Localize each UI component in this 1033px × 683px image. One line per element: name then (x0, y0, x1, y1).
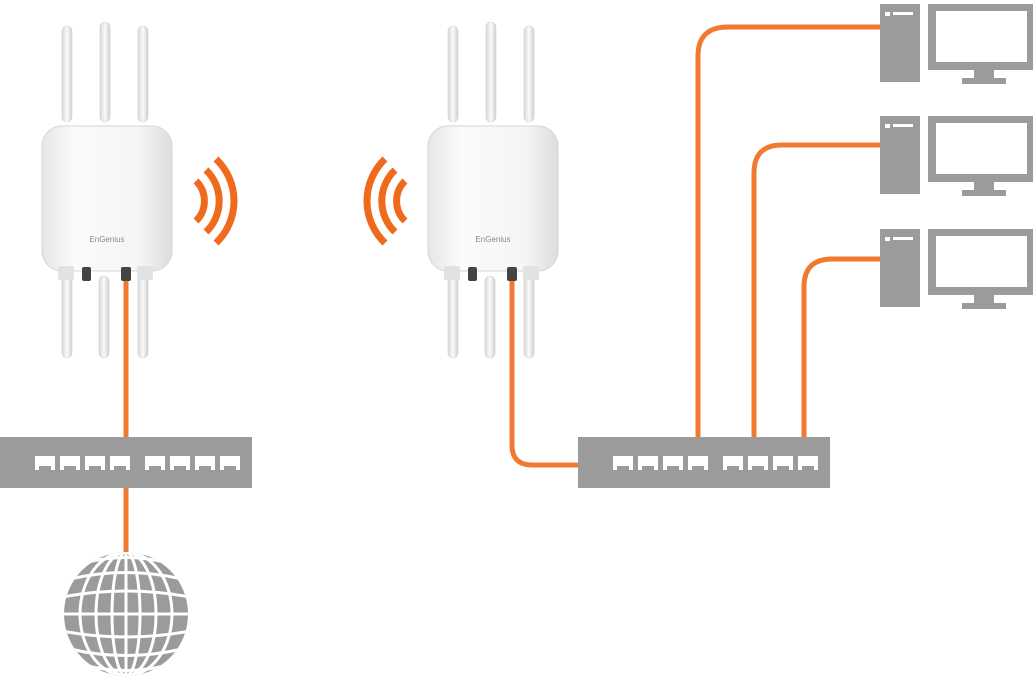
monitor-icon (880, 116, 1033, 196)
globe-icon (60, 552, 192, 676)
network-switch-right[interactable] (578, 437, 830, 488)
computer-2[interactable] (880, 116, 1033, 196)
ap-left-brand-label: EnGenius (89, 235, 124, 244)
wifi-signal-icon (196, 159, 234, 243)
computer-1[interactable] (880, 4, 1033, 84)
monitor-icon (880, 229, 1033, 309)
cable-switch-to-computer-2 (754, 145, 880, 437)
cable-ap-right-to-switch-right (512, 278, 578, 465)
access-point-left[interactable]: EnGenius (42, 22, 172, 358)
network-switch-icon (578, 437, 830, 488)
wifi-signal-icon (367, 159, 405, 243)
computer-tower-icon (880, 4, 1033, 84)
network-switch-icon (0, 437, 252, 488)
cable-switch-to-computer-1 (698, 27, 880, 437)
access-point-icon (42, 22, 172, 358)
computer-3[interactable] (880, 229, 1033, 309)
ap-right-brand-label: EnGenius (475, 235, 510, 244)
cable-switch-to-computer-3 (804, 259, 880, 437)
access-point-icon (428, 22, 558, 358)
access-point-right[interactable]: EnGenius (428, 22, 558, 358)
network-switch-left[interactable] (0, 437, 252, 488)
